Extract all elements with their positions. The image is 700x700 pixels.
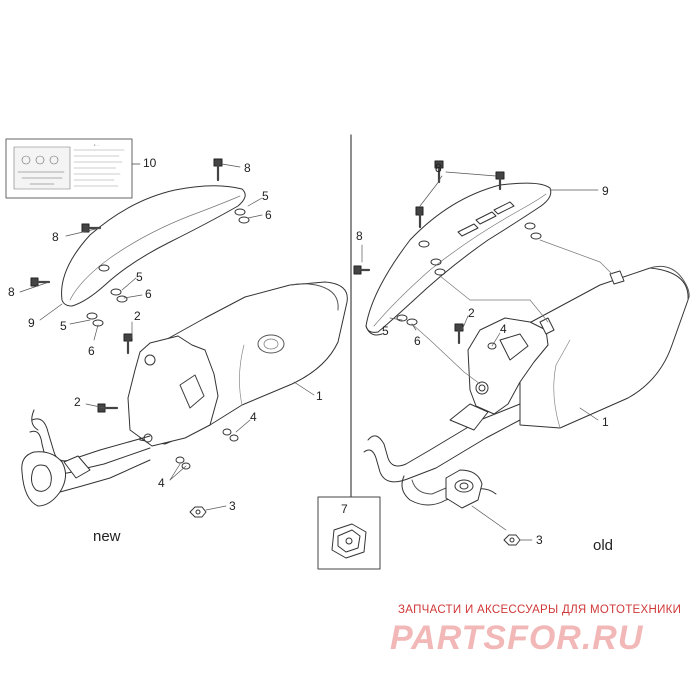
bolt-icon [81, 223, 102, 233]
callout-new-4: 4 [250, 410, 257, 424]
old-exhaust-pipe [363, 403, 521, 509]
label-new: new [93, 528, 121, 545]
callout-old-9: 9 [602, 184, 609, 198]
washer-icon [86, 312, 104, 327]
old-leader-lines [361, 171, 599, 541]
bolt-icon [415, 206, 424, 229]
callout-new-3: 3 [229, 499, 236, 513]
bolt-icon [353, 265, 371, 275]
callout-new-8: 8 [244, 161, 251, 175]
inset-caption: 1 .... [94, 143, 100, 147]
callout-new-9: 9 [28, 316, 35, 330]
callout-old-3: 3 [536, 533, 543, 547]
callout-new-6: 6 [145, 287, 152, 301]
callout-new-5: 5 [262, 189, 269, 203]
nut-icon [189, 506, 207, 518]
bolt-icon [30, 277, 51, 287]
bolt-icon [213, 158, 223, 182]
old-muffler [467, 265, 690, 429]
callout-old-8: 8 [435, 161, 442, 175]
rubber-bushing-icon [609, 270, 625, 285]
old-fasteners [353, 160, 625, 546]
washer-icon [222, 428, 239, 442]
bolt-icon [454, 323, 464, 345]
washer-icon [524, 222, 542, 240]
callout-old-1: 1 [602, 415, 609, 429]
inset-schematic: 1 .... [5, 138, 133, 199]
callout-old-6: 6 [414, 334, 421, 348]
new-leader-lines [19, 163, 315, 511]
bolt-icon [495, 171, 505, 191]
callout-new-6: 6 [265, 208, 272, 222]
callout-old-8: 8 [356, 229, 363, 243]
callout-old-2: 2 [468, 306, 475, 320]
callout-new-8: 8 [52, 230, 59, 244]
label-old: old [593, 537, 614, 554]
callout-new-2: 2 [74, 395, 81, 409]
washer-icon [396, 314, 418, 326]
callout-new-6: 6 [88, 344, 95, 358]
watermark-brand[interactable]: PARTSFOR.RU [390, 619, 644, 657]
old-heat-shield [365, 182, 552, 336]
washer-icon [430, 258, 446, 276]
watermark-subtitle: ЗАПЧАСТИ И АКСЕССУАРЫ ДЛЯ МОТОТЕХНИКИ [398, 604, 682, 616]
callout-new-5: 5 [60, 319, 67, 333]
callout-old-4: 4 [500, 322, 507, 336]
callout-new-2: 2 [134, 309, 141, 323]
nut-icon [503, 534, 521, 546]
washer-icon [234, 208, 250, 224]
callout-new-4: 4 [158, 476, 165, 490]
callout-new-8: 8 [8, 285, 15, 299]
clip-nut-box [317, 496, 381, 570]
callout-new-10: 10 [143, 156, 157, 170]
callout-center-7: 7 [341, 502, 348, 516]
callout-new-5: 5 [136, 270, 143, 284]
new-fasteners [30, 158, 250, 518]
bolt-icon [97, 403, 119, 413]
callout-new-1: 1 [316, 389, 323, 403]
old-mount-lines [411, 239, 613, 385]
bolt-icon [123, 333, 133, 355]
callout-old-5: 5 [382, 324, 389, 338]
washer-icon [175, 456, 191, 470]
new-muffler [127, 281, 348, 447]
washer-icon [110, 288, 128, 303]
new-exhaust-pipe [21, 409, 151, 507]
new-heat-shield [61, 185, 246, 307]
washer-icon [487, 342, 497, 350]
